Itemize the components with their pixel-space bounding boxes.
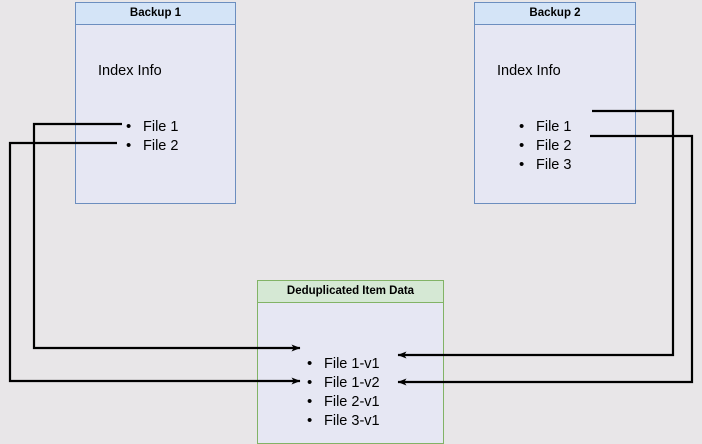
list-item[interactable]: File 2-v1 [307,392,380,412]
backup-1-box[interactable]: Backup 1 Index Info File 1 File 2 [75,2,236,204]
backup-2-file-list: File 1 File 2 File 3 [519,117,571,175]
backup-2-box[interactable]: Backup 2 Index Info File 1 File 2 File 3 [474,2,636,204]
list-item[interactable]: File 3 [519,155,571,175]
list-item[interactable]: File 1-v1 [307,354,380,374]
deduplicated-item-data-box[interactable]: Deduplicated Item Data File 1-v1 File 1-… [257,280,444,444]
deduplicated-item-data-title: Deduplicated Item Data [258,281,443,303]
backup-1-index-info-label: Index Info [98,63,162,79]
backup-1-file-list: File 1 File 2 [126,117,178,156]
list-item[interactable]: File 1 [126,117,178,137]
backup-1-title: Backup 1 [76,3,235,25]
list-item[interactable]: File 2 [126,136,178,156]
list-item[interactable]: File 2 [519,136,571,156]
backup-2-index-info-label: Index Info [497,63,561,79]
list-item[interactable]: File 1 [519,117,571,137]
list-item[interactable]: File 1-v2 [307,373,380,393]
deduplicated-file-list: File 1-v1 File 1-v2 File 2-v1 File 3-v1 [307,354,380,431]
list-item[interactable]: File 3-v1 [307,411,380,431]
backup-2-title: Backup 2 [475,3,635,25]
